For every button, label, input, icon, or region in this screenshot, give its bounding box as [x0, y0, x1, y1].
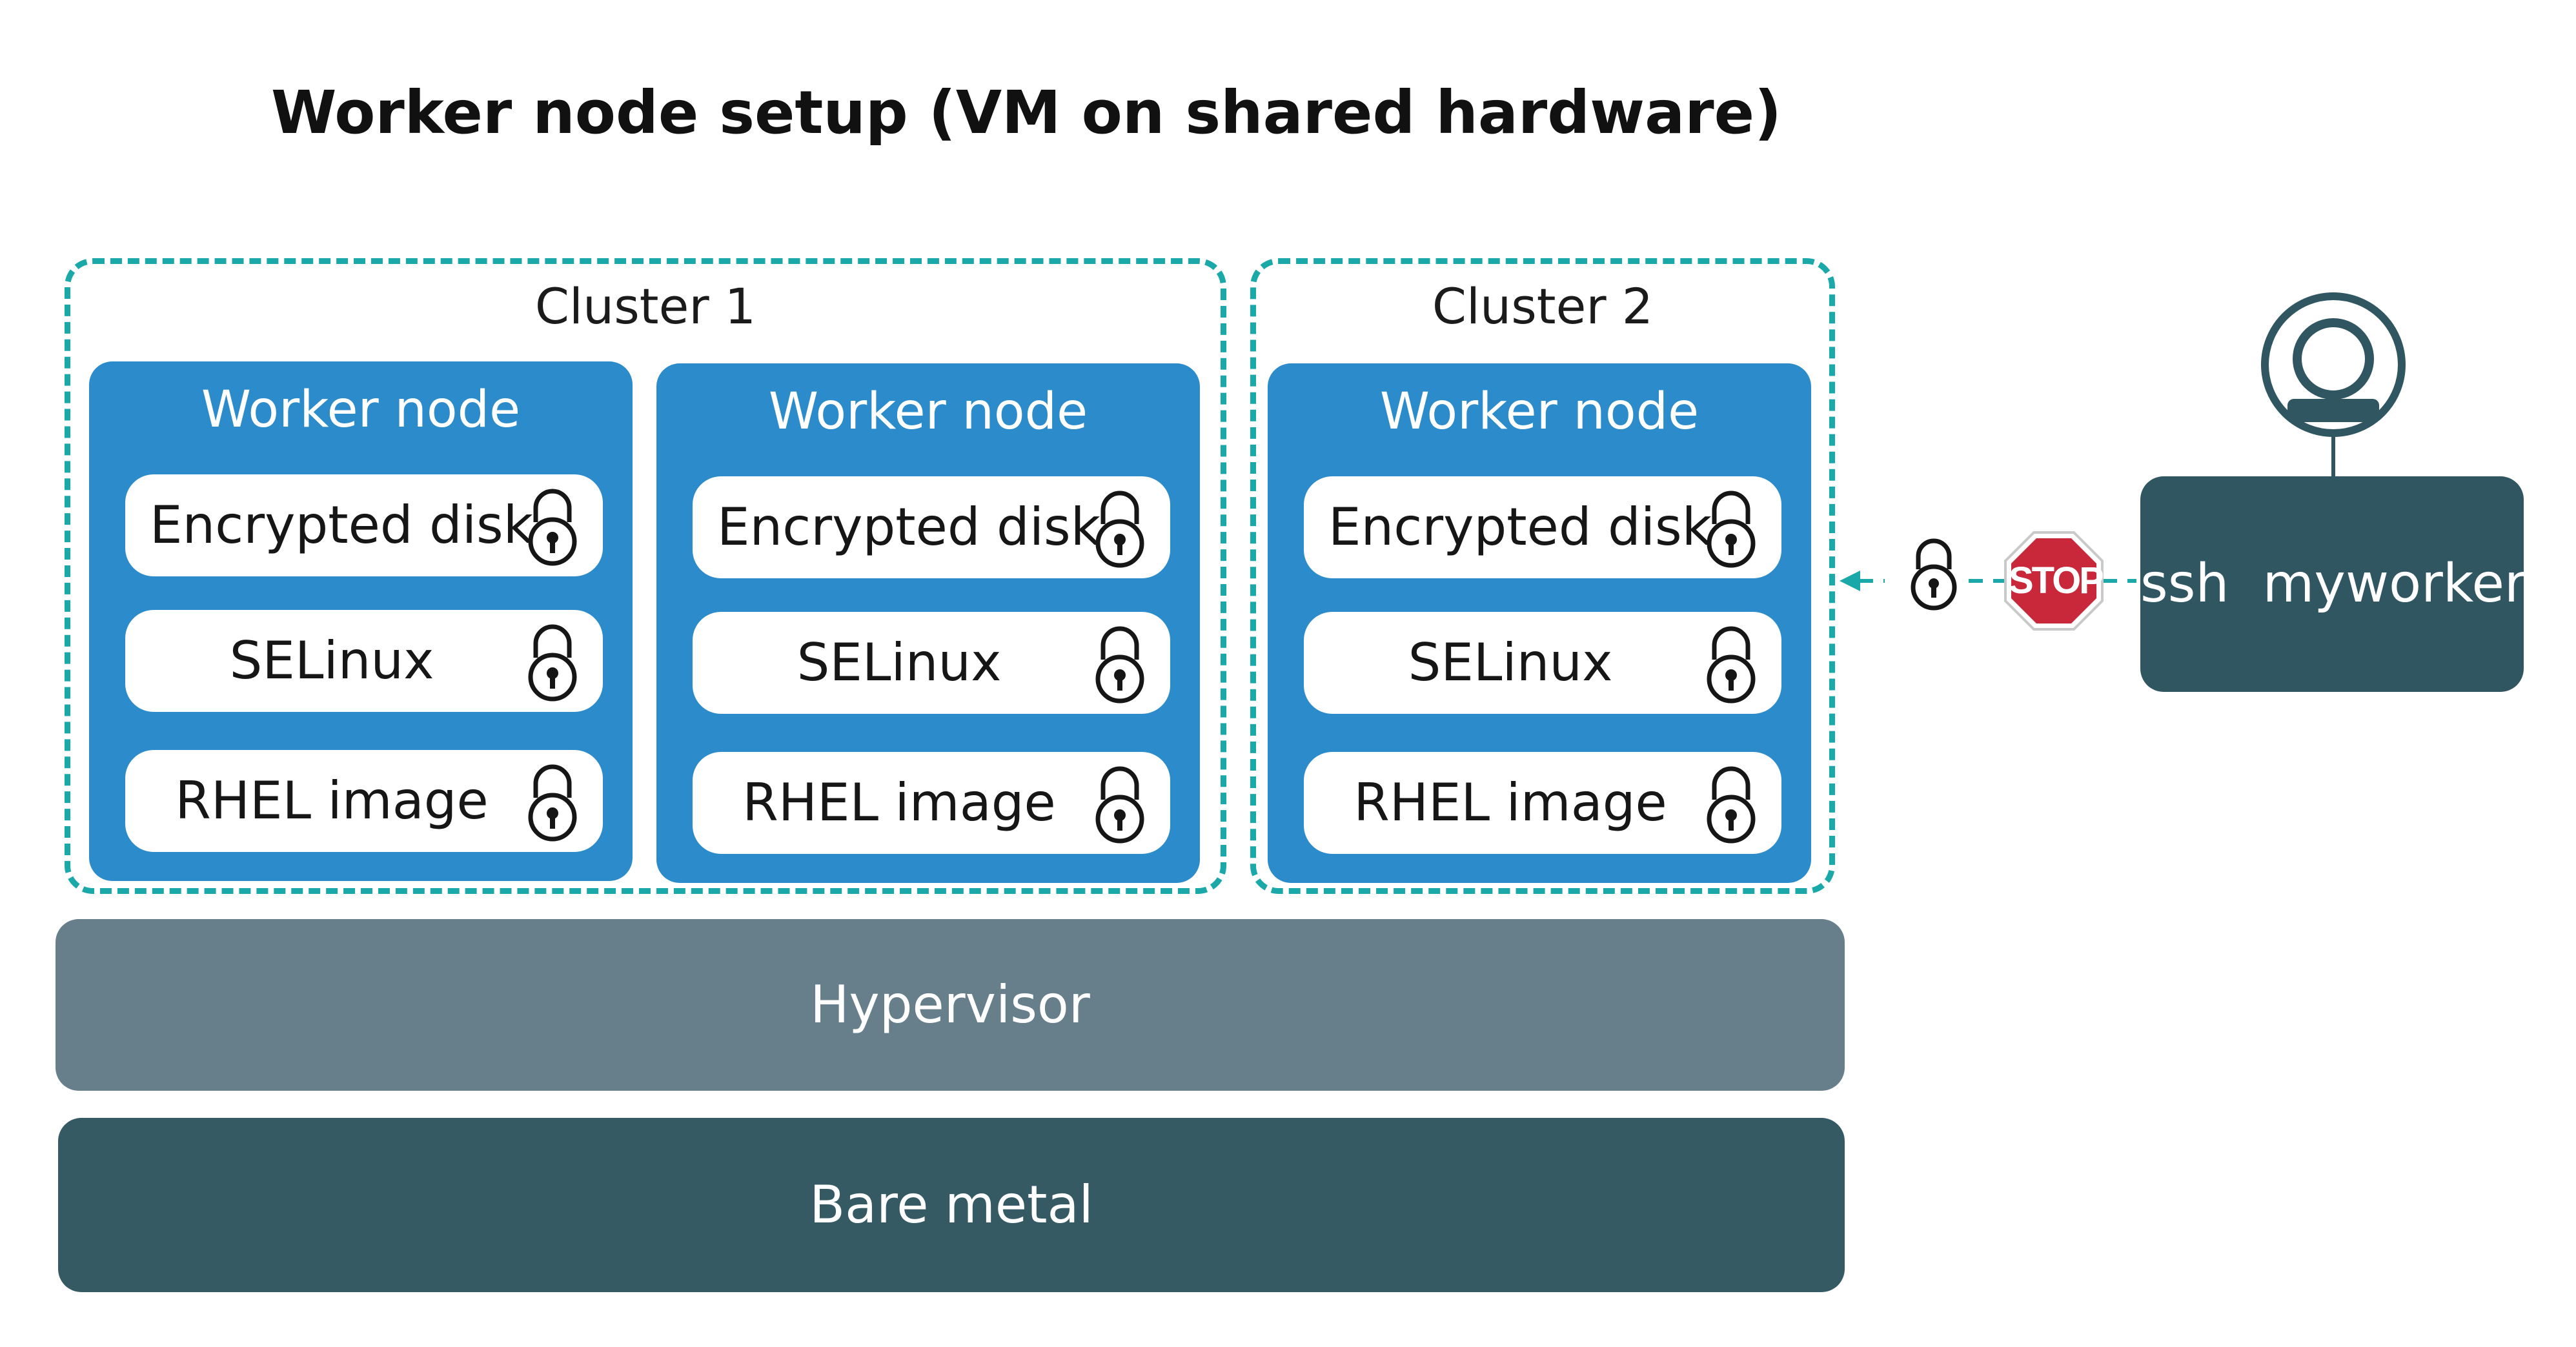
- lock-icon: [1089, 622, 1151, 705]
- encrypted-disk-item: Encrypted disk: [693, 476, 1170, 578]
- rhel-image-item: RHEL image: [125, 750, 603, 852]
- lock-icon: [1911, 538, 1957, 611]
- user-icon: [2261, 292, 2406, 478]
- stop-sign-label: STOP: [2009, 560, 2104, 602]
- stop-sign-icon: [2004, 531, 2104, 631]
- diagram-title: Worker node setup (VM on shared hardware…: [271, 78, 1782, 147]
- lock-icon: [522, 760, 583, 843]
- bare-metal-label: Bare metal: [809, 1175, 1093, 1235]
- encrypted-disk-item: Encrypted disk: [125, 474, 603, 576]
- selinux-item: SELinux: [125, 610, 603, 712]
- item-label: RHEL image: [1354, 773, 1667, 833]
- cluster-2-label: Cluster 2: [1432, 278, 1654, 335]
- ssh-client-box: ssh myworker: [2140, 476, 2526, 692]
- hypervisor-layer: Hypervisor: [56, 919, 1845, 1091]
- lock-icon: [522, 620, 583, 703]
- lock-icon: [1700, 622, 1762, 705]
- selinux-item: SELinux: [693, 612, 1170, 714]
- arrowhead-icon: [1840, 571, 1860, 591]
- worker-node-label: Worker node: [1379, 383, 1699, 441]
- item-label: Encrypted disk: [717, 497, 1101, 557]
- cluster-2: [1250, 258, 1835, 894]
- worker-node-1: Worker node Encrypted disk SELinux RHEL …: [89, 361, 633, 881]
- bare-metal-layer: Bare metal: [58, 1118, 1845, 1292]
- item-label: SELinux: [229, 631, 434, 691]
- worker-node-label: Worker node: [201, 381, 521, 439]
- rhel-image-item: RHEL image: [1304, 752, 1781, 854]
- item-label: SELinux: [796, 633, 1002, 693]
- item-label: SELinux: [1408, 633, 1613, 693]
- lock-icon: [1089, 487, 1151, 569]
- ssh-command: ssh myworker: [2140, 553, 2526, 614]
- worker-node-3: Worker node Encrypted disk SELinux RHEL …: [1268, 363, 1811, 883]
- hypervisor-label: Hypervisor: [810, 975, 1090, 1035]
- cluster-1: [65, 258, 1226, 894]
- worker-node-label: Worker node: [768, 383, 1088, 441]
- lock-icon: [1089, 762, 1151, 845]
- item-label: Encrypted disk: [150, 495, 534, 555]
- lock-icon: [1700, 487, 1762, 569]
- lock-icon: [1700, 762, 1762, 845]
- blocked-connection: [1840, 531, 2136, 631]
- item-label: RHEL image: [175, 771, 489, 831]
- lock-icon: [522, 485, 583, 567]
- rhel-image-item: RHEL image: [693, 752, 1170, 854]
- selinux-item: SELinux: [1304, 612, 1781, 714]
- encrypted-disk-item: Encrypted disk: [1304, 476, 1781, 578]
- item-label: Encrypted disk: [1328, 497, 1712, 557]
- worker-node-2: Worker node Encrypted disk SELinux RHEL …: [656, 363, 1200, 883]
- cluster-1-label: Cluster 1: [534, 278, 756, 335]
- item-label: RHEL image: [742, 773, 1056, 833]
